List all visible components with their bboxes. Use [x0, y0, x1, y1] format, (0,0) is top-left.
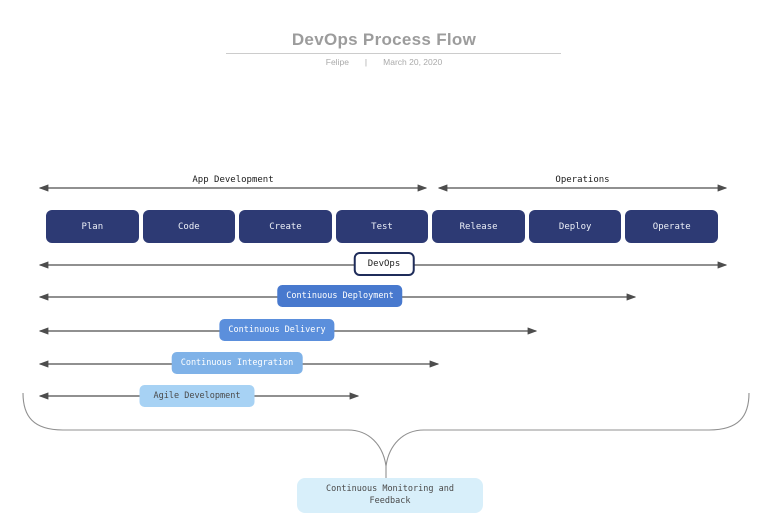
byline-separator: | [364, 57, 368, 67]
page-title: DevOps Process Flow [291, 30, 477, 49]
author-name: Felipe [325, 57, 349, 67]
stage-operate: Operate [625, 210, 719, 243]
stage-release: Release [432, 210, 525, 243]
phase-label-operations: Operations [555, 175, 610, 185]
byline: Felipe | March 20, 2020 [0, 57, 768, 67]
diagram-date: March 20, 2020 [383, 57, 443, 67]
continuous-delivery-node: Continuous Delivery [219, 319, 335, 341]
stage-create: Create [239, 210, 332, 243]
devops-node: DevOps [353, 252, 415, 276]
phase-label-app-development: App Development [192, 175, 274, 185]
stage-test: Test [335, 210, 429, 243]
feedback-brace [22, 392, 750, 478]
stage-code: Code [142, 210, 236, 243]
continuous-monitoring-feedback-node: Continuous Monitoring and Feedback [297, 478, 483, 513]
stage-row: Plan Code Create Test Release Deploy Ope… [46, 210, 719, 243]
stage-plan: Plan [46, 210, 139, 243]
agile-development-node: Agile Development [139, 385, 255, 407]
continuous-integration-node: Continuous Integration [171, 352, 303, 374]
title-divider [226, 53, 561, 54]
continuous-deployment-node: Continuous Deployment [277, 285, 403, 307]
stage-deploy: Deploy [528, 210, 622, 243]
